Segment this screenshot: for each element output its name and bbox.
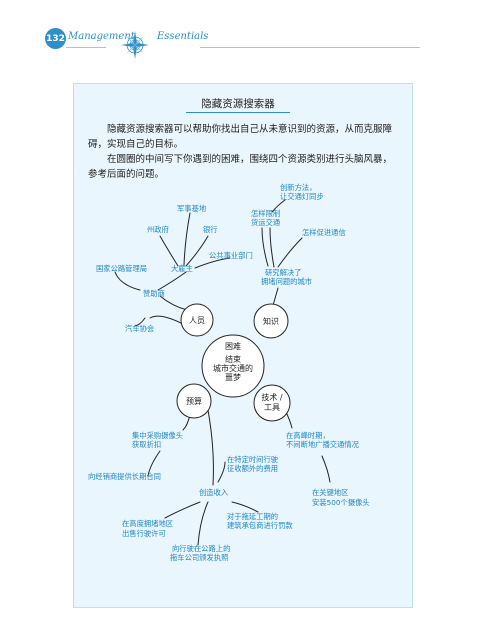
mind-map: 人员 知识 困难 结束 城市交通的 噩梦 预算 技术 / 工具 军事基地 州政府… xyxy=(88,183,370,562)
fine-label-1: 对于拖延工期的 xyxy=(227,512,278,521)
landlord-label: 大雇主 xyxy=(171,264,193,273)
promote-label: 怎样促进通信 xyxy=(302,228,346,237)
header-rule-left xyxy=(66,47,106,48)
header-title-right: Essentials xyxy=(157,31,209,42)
innovate-label-2: 让交通灯同步 xyxy=(280,192,324,201)
people-label: 人员 xyxy=(189,316,205,325)
military-base-label: 军事基地 xyxy=(177,204,207,213)
budget-circle xyxy=(176,383,212,419)
tech-circle xyxy=(253,384,291,422)
page-header: 132 Management Essentials xyxy=(0,0,479,60)
center-label-2: 结束 xyxy=(225,354,241,364)
branch-research-promote xyxy=(277,237,303,268)
branch-sponsor-landlord xyxy=(157,271,187,291)
intro-paragraph: 隐藏资源搜索器可以帮助你找出自己从未意识到的资源，从而克服障碍，实现自己的目标。 xyxy=(88,124,393,150)
branch-landlord-bank xyxy=(185,235,209,267)
limit-label-1: 怎样限制 xyxy=(251,209,280,218)
header-title-left: Management xyxy=(68,31,135,42)
license-label-1: 向行驶在公路上的 xyxy=(172,544,230,553)
branch-rush-install xyxy=(321,455,331,483)
knowledge-label: 知识 xyxy=(263,316,279,326)
compass-rose-icon xyxy=(121,31,149,59)
branch-cameras-contract xyxy=(147,450,161,477)
branch-budget-revenue xyxy=(207,409,214,486)
charge-label-2: 征收额外的费用 xyxy=(227,464,278,473)
tech-label-2: 工具 xyxy=(264,403,280,412)
branch-revenue-fine xyxy=(231,501,259,513)
center-label-4: 噩梦 xyxy=(225,373,241,382)
branch-limit-innovate xyxy=(271,199,286,213)
rush-hour-label-2: 不间断地广播交通情况 xyxy=(286,440,360,449)
research-label-2: 拥堵问题的城市 xyxy=(261,277,312,286)
congested-label-1: 在高度拥堵地区 xyxy=(122,519,173,528)
people-circle xyxy=(180,303,214,337)
tech-label-1: 技术 / xyxy=(261,392,283,402)
create-revenue-label: 创造收入 xyxy=(199,488,229,497)
branch-research-limit xyxy=(261,227,269,267)
highway-admin-label: 国家公路管理局 xyxy=(96,264,147,273)
research-label-1: 研究解决了 xyxy=(265,268,301,277)
branch-revenue-license xyxy=(197,501,209,546)
branch-revenue-congested xyxy=(164,501,201,519)
center-label-1: 困难 xyxy=(225,341,241,351)
buy-cameras-label-1: 集中采购摄像头 xyxy=(132,431,183,440)
branch-sponsor-highway xyxy=(114,271,141,291)
page-number: 132 xyxy=(45,28,66,49)
box-title-underline xyxy=(186,112,290,113)
box-title: 隐藏资源搜索器 xyxy=(201,98,275,110)
branch-revenue-charge xyxy=(217,461,226,483)
install-label-1: 在关键地区 xyxy=(312,488,348,497)
branch-people-sponsor xyxy=(159,295,188,311)
public-works-label: 公共事业部门 xyxy=(209,251,253,260)
charge-label-1: 在特定时间行驶 xyxy=(227,455,279,464)
bank-label: 银行 xyxy=(203,225,218,234)
buy-cameras-label-2: 获取折扣 xyxy=(132,440,161,449)
center-circle xyxy=(201,334,265,398)
branch-landlord-military xyxy=(183,212,191,266)
license-label-2: 拖车公司颁发执照 xyxy=(170,553,228,562)
branch-auto-line xyxy=(134,317,146,327)
auto-assoc-label: 汽车协会 xyxy=(125,324,155,333)
center-label-3: 城市交通的 xyxy=(213,363,253,373)
budget-label: 预算 xyxy=(186,396,202,406)
fine-label-2: 建筑承包商进行罚款 xyxy=(227,521,293,530)
branch-landlord-public xyxy=(194,257,231,269)
innovate-label-1: 创新方法， xyxy=(280,183,316,192)
install-label-2: 安装500个摄像头 xyxy=(312,498,370,507)
branch-research-up xyxy=(269,227,275,268)
instruction-paragraph: 在圆圈的中间写下你遇到的困难，围绕四个资源类别进行头脑风暴，参考后面的问题。 xyxy=(88,154,393,180)
state-gov-label: 州政府 xyxy=(147,225,169,234)
limit-label-2: 货运交通 xyxy=(251,218,281,227)
header-rule-right xyxy=(200,47,420,48)
long-contract-label: 向经销商提供长期合同 xyxy=(88,472,161,481)
knowledge-circle xyxy=(253,303,289,339)
rush-hour-label-1: 在高峰时期， xyxy=(286,431,330,440)
congested-label-2: 出售行驶许可 xyxy=(122,529,166,538)
branch-people-auto xyxy=(149,315,186,326)
sponsor-label: 赞助商 xyxy=(143,289,165,298)
branch-landlord-statepolice xyxy=(159,235,179,267)
